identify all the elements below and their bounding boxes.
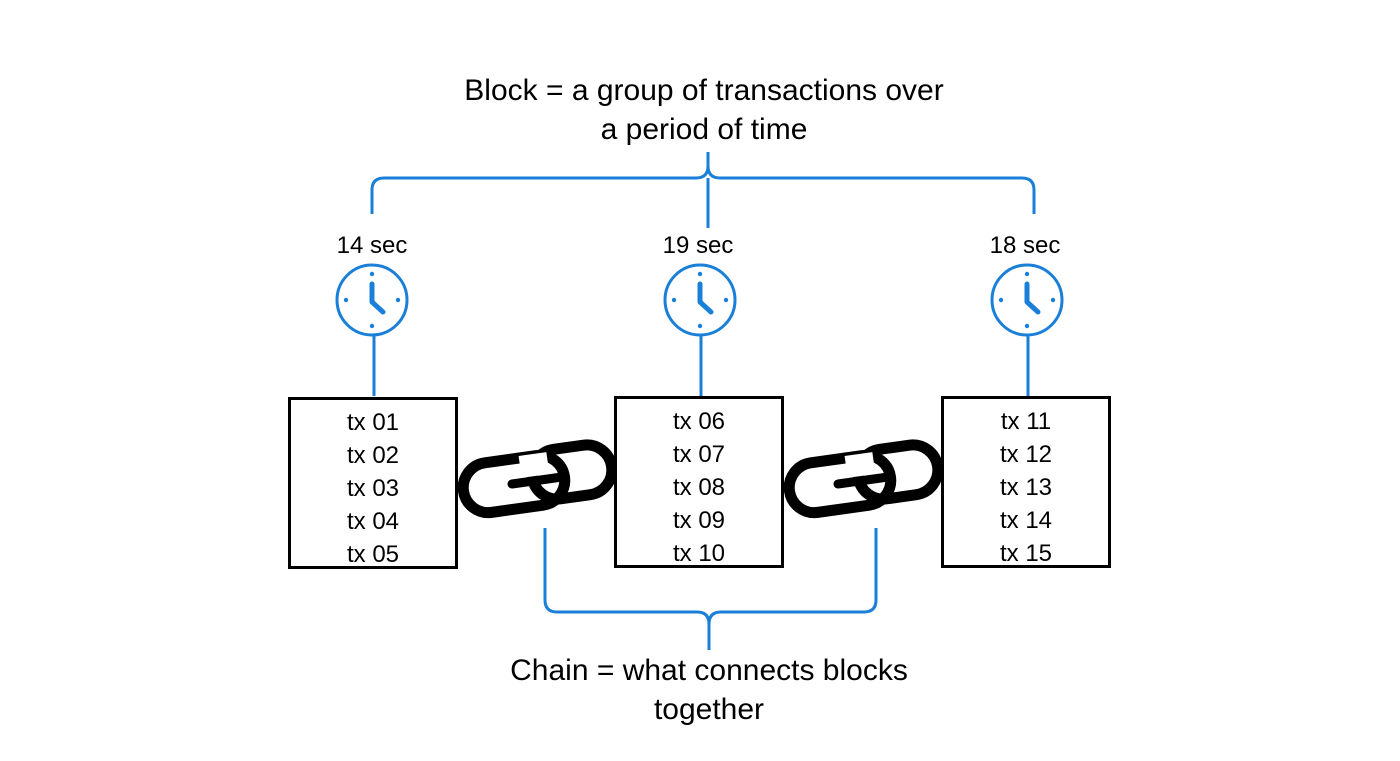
transaction-item: tx 05 (346, 541, 400, 568)
transaction-item: tx 15 (999, 540, 1053, 567)
chain-definition-line-2: together (653, 693, 765, 726)
block-time-label: 18 sec (989, 232, 1061, 259)
transaction-list: tx 11 tx 12 tx 13 tx 14 tx 15 (944, 399, 1108, 570)
chain-link-icon (457, 439, 618, 519)
chain-definition-line-1: Chain = what connects blocks (510, 654, 908, 687)
transaction-item: tx 11 (1000, 408, 1052, 435)
transaction-item: tx 12 (999, 441, 1053, 468)
transaction-item: tx 01 (346, 409, 400, 436)
block: tx 01 tx 02 tx 03 tx 04 tx 05 (288, 397, 458, 569)
clock-icon (663, 263, 737, 337)
transaction-item: tx 06 (672, 408, 726, 435)
block-definition-line-2: a period of time (600, 113, 808, 146)
transaction-list: tx 06 tx 07 tx 08 tx 09 tx 10 (617, 399, 781, 570)
transaction-item: tx 14 (999, 507, 1053, 534)
block-time-label: 19 sec (662, 232, 734, 259)
transaction-item: tx 03 (346, 475, 400, 502)
chain-definition-caption: Chain = what connects blocks together (459, 651, 959, 729)
block: tx 11 tx 12 tx 13 tx 14 tx 15 (941, 396, 1111, 568)
transaction-item: tx 02 (346, 442, 400, 469)
clock-icon (335, 263, 409, 337)
block: tx 06 tx 07 tx 08 tx 09 tx 10 (614, 396, 784, 568)
transaction-item: tx 04 (346, 508, 400, 535)
top-brace (370, 152, 1036, 228)
transaction-item: tx 09 (672, 507, 726, 534)
transaction-item: tx 08 (672, 474, 726, 501)
bottom-brace (543, 528, 878, 650)
block-time-label: 14 sec (336, 232, 408, 259)
transaction-item: tx 13 (999, 474, 1053, 501)
transaction-list: tx 01 tx 02 tx 03 tx 04 tx 05 (291, 400, 455, 571)
block-definition-line-1: Block = a group of transactions over (464, 74, 944, 107)
block-definition-caption: Block = a group of transactions over a p… (404, 71, 1004, 149)
clock-icon (990, 263, 1064, 337)
transaction-item: tx 07 (672, 441, 726, 468)
chain-link-icon (783, 439, 944, 519)
transaction-item: tx 10 (672, 540, 726, 567)
